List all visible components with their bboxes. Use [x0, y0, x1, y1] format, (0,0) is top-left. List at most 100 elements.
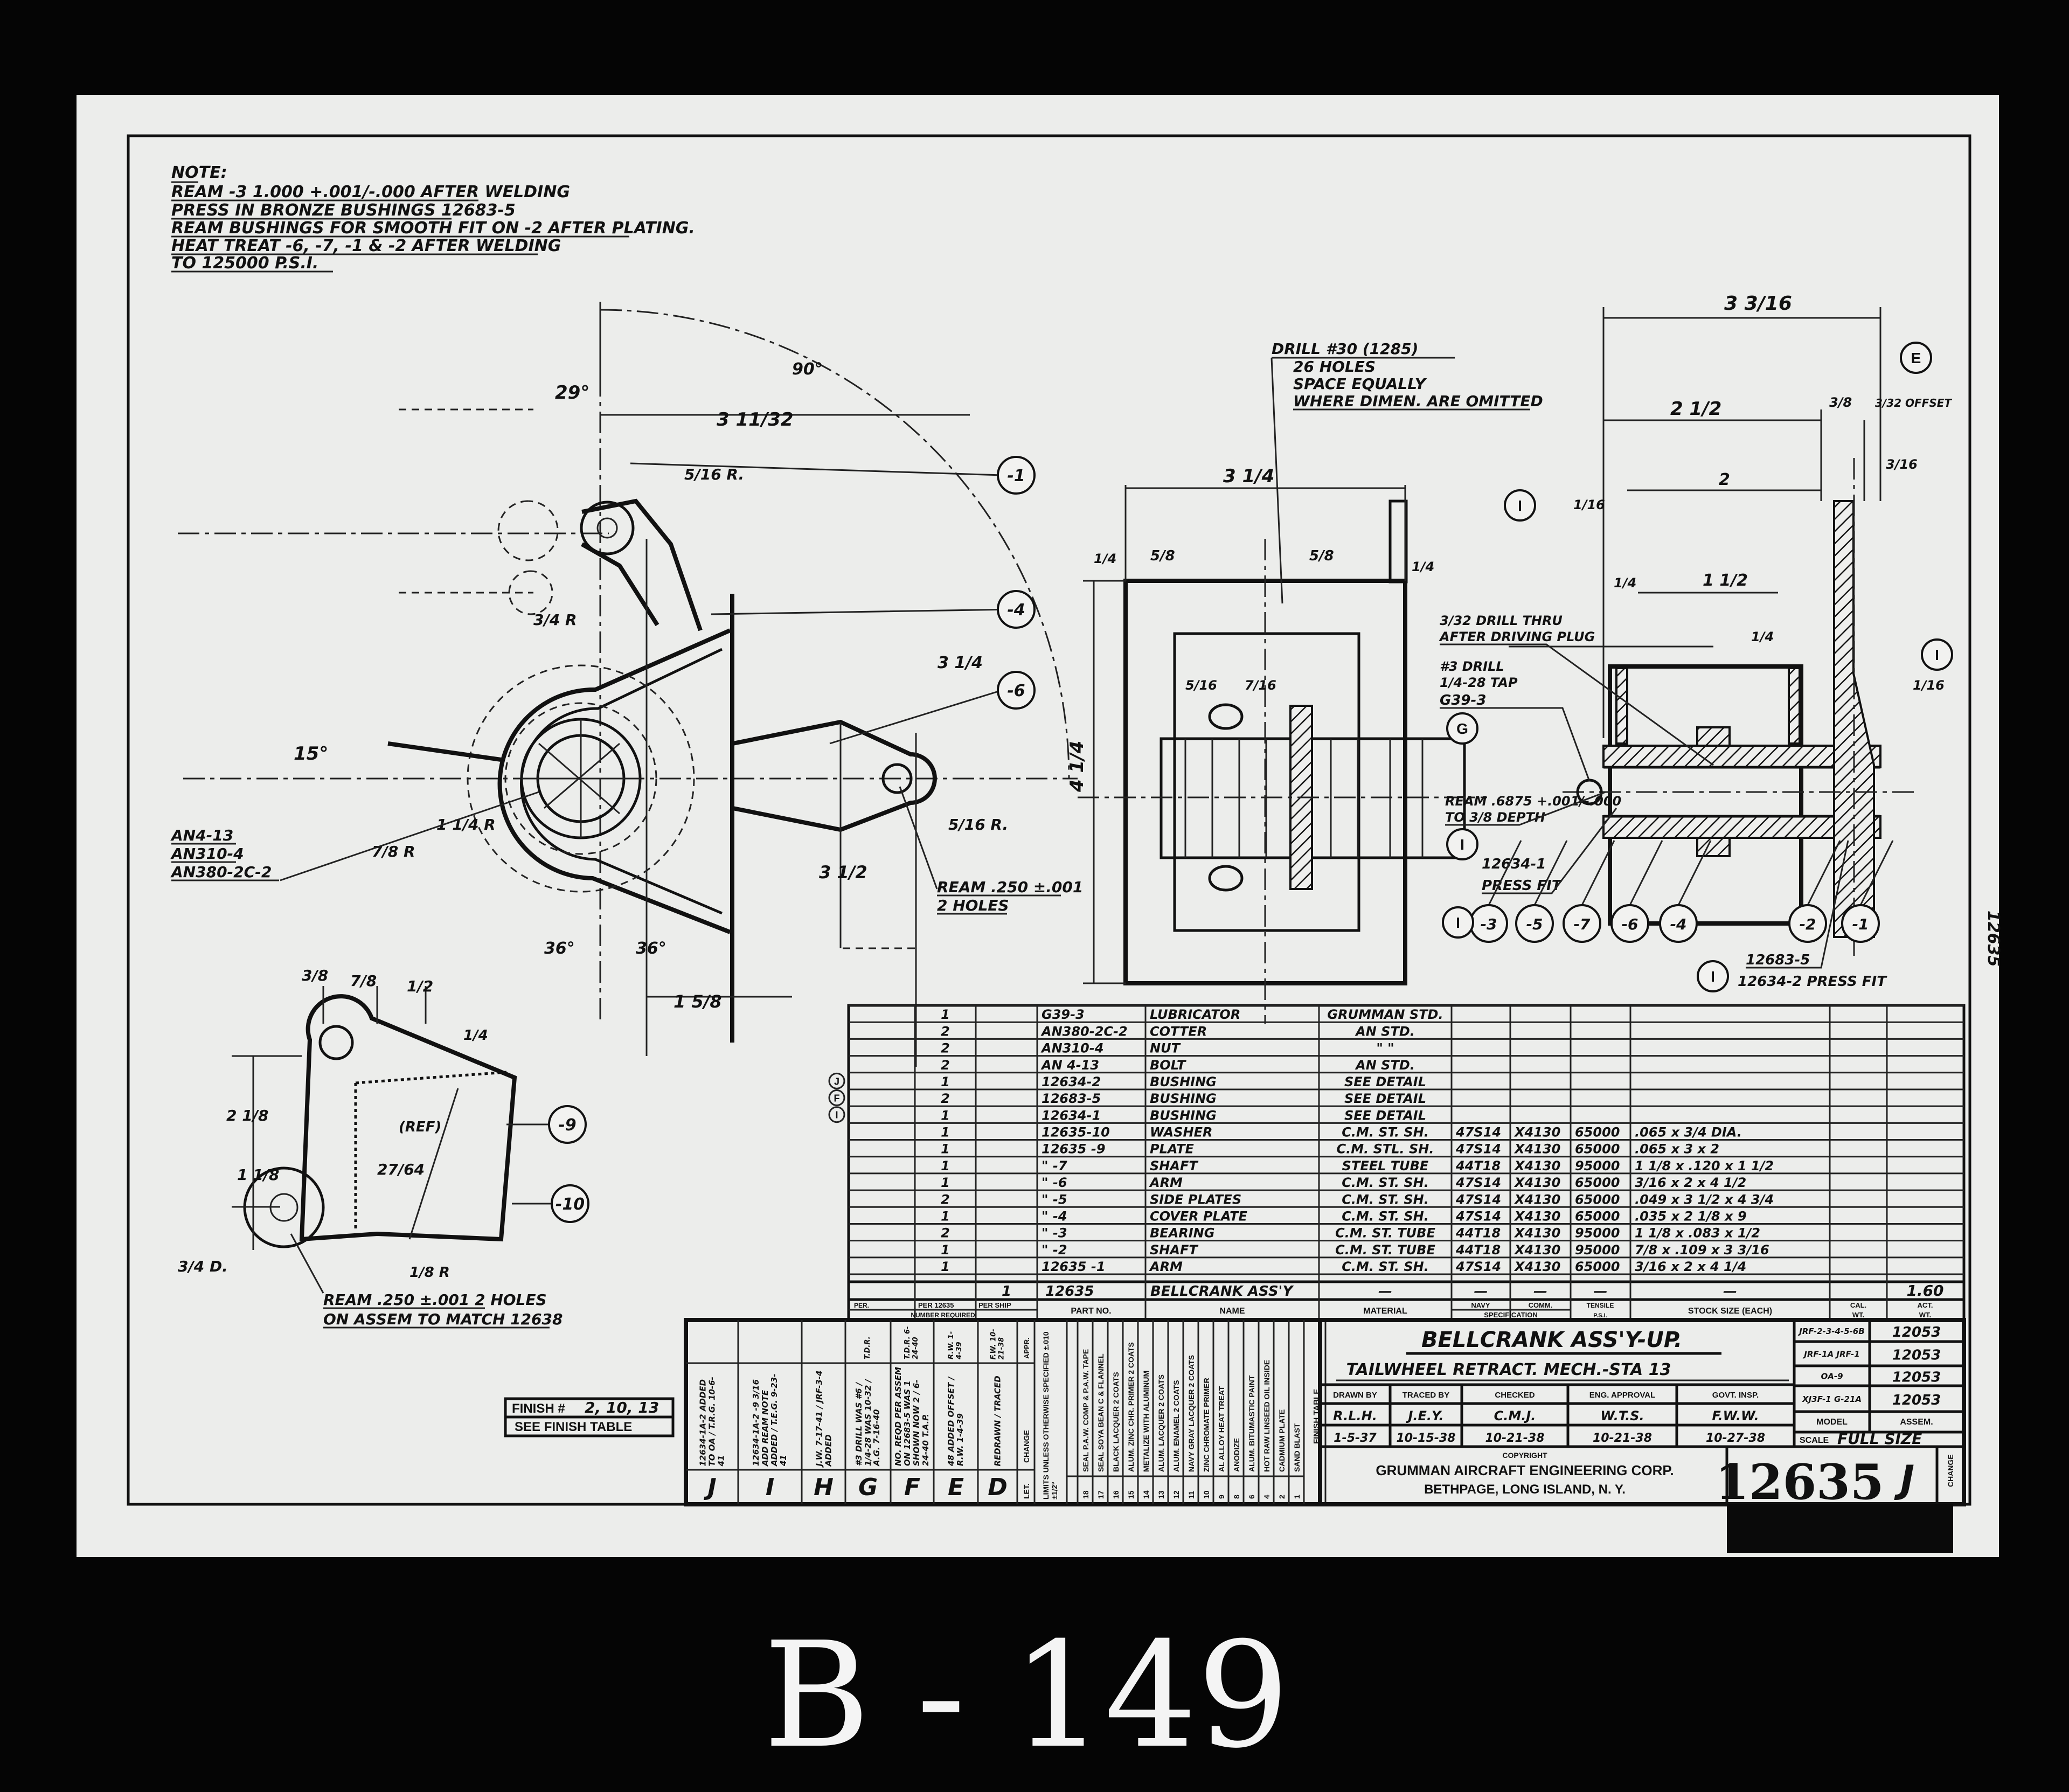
hardware-callout: AN310-4 — [170, 845, 244, 863]
cell-material: C.M. ST. SH. — [1342, 1192, 1429, 1207]
finish-item-number: 17 — [1096, 1490, 1105, 1499]
company-address: BETHPAGE, LONG ISLAND, N. Y. — [1424, 1482, 1626, 1497]
svg-text:E: E — [1911, 350, 1921, 366]
finish-item-text: BLACK LACQUER 2 COATS — [1112, 1372, 1120, 1472]
dimension-label: 27/64 — [377, 1161, 425, 1178]
cell-part: 12683-5 — [1042, 1091, 1101, 1106]
finish-item-number: 11 — [1187, 1491, 1196, 1499]
svg-text:-6: -6 — [1007, 682, 1025, 700]
balloon: -4 — [1659, 904, 1698, 943]
revision-mark: I — [1446, 828, 1478, 860]
dimension-label: 3/4 R — [533, 611, 577, 629]
dimension-label: 1/4 — [1094, 551, 1116, 566]
balloon: -3 — [1469, 904, 1508, 943]
cell-stock: 1 1/8 x .083 x 1/2 — [1635, 1226, 1760, 1241]
finish-item-number: 15 — [1127, 1490, 1135, 1499]
svg-text:I: I — [1518, 497, 1522, 514]
cell-name: ARM — [1149, 1259, 1183, 1274]
general-notes: NOTE: REAM -3 1.000 +.001/-.000 AFTER WE… — [171, 163, 695, 273]
cell-qty: 1 — [941, 1175, 950, 1190]
cell-part: " -2 — [1042, 1242, 1067, 1258]
note-line: REAM -3 1.000 +.001/-.000 AFTER WELDING — [171, 183, 570, 202]
revision-entry: G — [858, 1474, 878, 1501]
cell-material: C.M. STL. SH. — [1337, 1142, 1434, 1157]
cell-comm: X4130 — [1513, 1125, 1560, 1140]
cell-name: BUSHING — [1150, 1108, 1217, 1123]
dimension-label: 3/8 — [1829, 395, 1852, 410]
dimension-label: 2 — [1719, 470, 1730, 489]
finish-item-text: ALUM. BITUMASTIC PAINT — [1247, 1375, 1256, 1472]
cell-comm: X4130 — [1513, 1226, 1560, 1241]
dimension-label: 1/16 — [1913, 678, 1945, 693]
signature-name: R.L.H. — [1333, 1408, 1377, 1423]
ream-assem-callout: ON ASSEM TO MATCH 12638 — [323, 1310, 563, 1328]
revision-entry: E — [948, 1474, 964, 1501]
assembly-number: 12053 — [1892, 1348, 1941, 1364]
dimension-label: 7/8 R — [372, 843, 415, 860]
cell-tensile: 65000 — [1575, 1142, 1620, 1157]
cell-stock: 3/16 x 2 x 4 1/4 — [1635, 1259, 1746, 1274]
cell-tensile: 65000 — [1575, 1208, 1620, 1224]
tap-callout: #3 DRILL — [1440, 659, 1504, 674]
dimension-label: 3 11/32 — [717, 409, 794, 430]
header-per-ship: PER SHIP — [978, 1301, 1011, 1309]
cell-comm: X4130 — [1513, 1158, 1560, 1173]
left-view-dimensions: 3 11/32 29° 90° 15° 36° 36° 1 5/8 3 1/2 … — [170, 360, 1083, 1012]
assembly-number: 12053 — [1892, 1392, 1941, 1408]
drawing-number: 12635 — [1715, 1454, 1884, 1511]
revision-letter: H — [814, 1474, 834, 1501]
signature-header: TRACED BY — [1403, 1391, 1450, 1400]
dimension-label: 1/4 — [1412, 559, 1434, 574]
svg-text:-7: -7 — [1573, 915, 1591, 933]
header-per: PER. — [854, 1302, 869, 1309]
finish-item-number: 8 — [1232, 1495, 1241, 1499]
drill-callout: SPACE EQUALLY — [1293, 375, 1427, 393]
change-column-label: CHANGE — [1022, 1430, 1031, 1463]
left-view-balloons: -1 -4 -6 — [997, 456, 1036, 710]
drawing-title: BELLCRANK ASS'Y-UP. — [1421, 1328, 1682, 1352]
svg-text:I: I — [1460, 836, 1464, 853]
revision-letter: F — [904, 1474, 920, 1501]
finish-callout: FINISH # 2, 10, 13 SEE FINISH TABLE — [504, 1397, 675, 1437]
cell-navy: 47S14 — [1455, 1142, 1501, 1157]
bellcrank-side-view — [178, 302, 1078, 1067]
signature-date: 10-27-38 — [1706, 1432, 1765, 1445]
signature-cell: GOVT. INSP.F.W.W.10-27-38 — [1706, 1391, 1765, 1445]
dimension-label: 29° — [555, 382, 589, 404]
cell-per-ship: 1 — [1002, 1283, 1011, 1300]
tap-callout: G39-3 — [1440, 692, 1486, 709]
cell-qty: 2 — [941, 1041, 950, 1056]
cell-qty: 1 — [941, 1158, 950, 1173]
dimension-label: 1/4 — [1751, 629, 1774, 644]
cell-navy: 47S14 — [1455, 1208, 1501, 1224]
finish-item-text: ZINC CHROMATE PRIMER — [1202, 1378, 1211, 1472]
cell-part: G39-3 — [1042, 1007, 1085, 1022]
cell-material: C.M. ST. SH. — [1342, 1259, 1429, 1274]
header-number-required: NUMBER REQUIRED — [911, 1311, 975, 1319]
balloon: -5 — [1515, 904, 1554, 943]
sheet-label: B - 149 — [763, 1610, 1290, 1780]
hardware-callout: AN4-13 — [170, 826, 233, 844]
header-tensile: TENSILE — [1587, 1302, 1614, 1309]
cell-part: AN380-2C-2 — [1040, 1024, 1128, 1039]
ream-assem-callout: REAM .250 ±.001 2 HOLES — [323, 1291, 547, 1309]
cell-navy: 47S14 — [1455, 1192, 1501, 1207]
svg-text:-3: -3 — [1480, 915, 1497, 933]
signature-header: CHECKED — [1495, 1391, 1535, 1400]
press-fit-callout: 12634-1 — [1482, 856, 1546, 872]
cell-stock: 7/8 x .109 x 3 3/16 — [1635, 1242, 1769, 1258]
cell-material: C.M. ST. SH. — [1342, 1175, 1429, 1190]
dimension-label: 1/16 — [1573, 497, 1605, 512]
ream-depth-callout: TO 3/8 DEPTH — [1445, 810, 1545, 825]
signature-name: J.E.Y. — [1406, 1408, 1443, 1423]
